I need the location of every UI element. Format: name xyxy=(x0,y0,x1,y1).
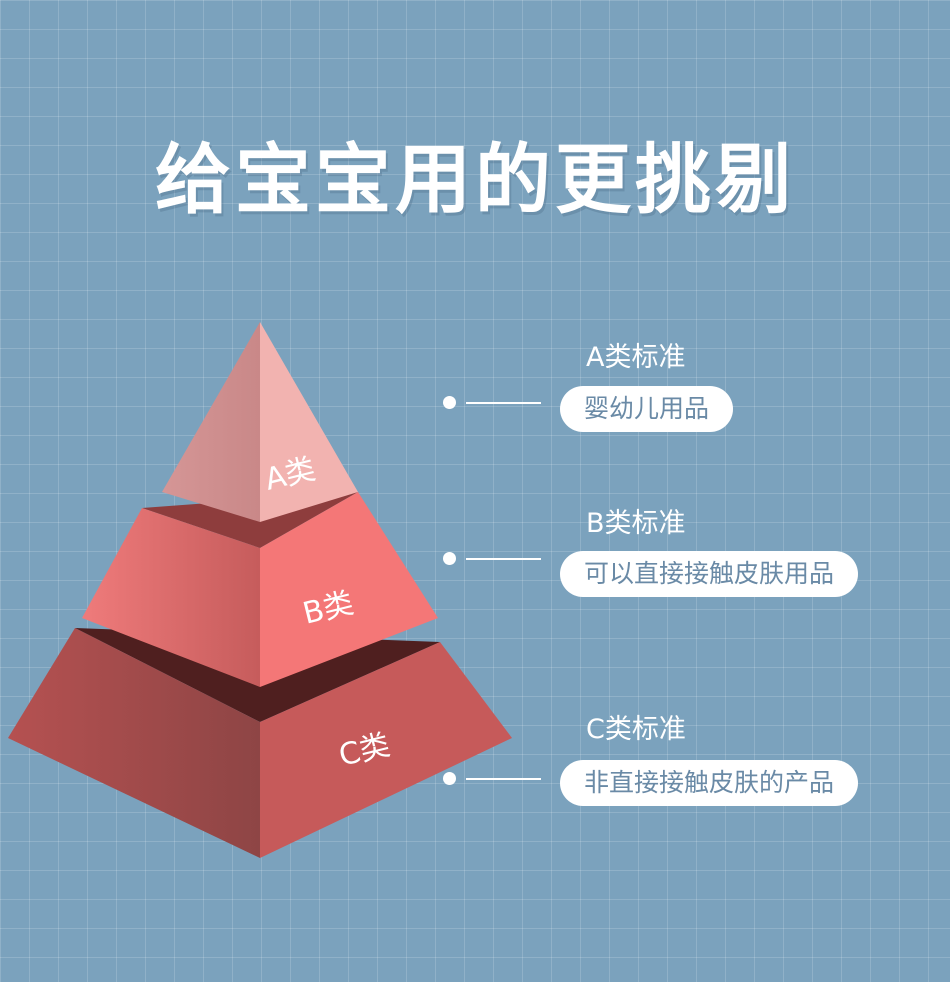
standard-c-label: C类标准 xyxy=(586,714,686,745)
description-pill-c: 非直接接触皮肤的产品 xyxy=(560,760,859,806)
description-pill-a: 婴幼儿用品 xyxy=(560,386,734,432)
connector-line-b xyxy=(466,558,541,560)
level-a-right-face xyxy=(260,322,358,522)
level-c-left-face xyxy=(8,628,260,858)
level-b-right-face xyxy=(260,492,438,687)
level-a-left-face xyxy=(162,322,260,522)
connector-line-c xyxy=(466,778,541,780)
connector-dot-c xyxy=(443,772,456,785)
standard-b-label: B类标准 xyxy=(586,508,686,539)
level-b-left-face xyxy=(82,508,260,687)
page-title: 给宝宝用的更挑剔 xyxy=(155,135,795,224)
pyramid-level-b xyxy=(82,492,438,687)
pyramid-level-a xyxy=(162,322,358,522)
connector-dot-b xyxy=(443,552,456,565)
standard-a-label: A类标准 xyxy=(586,342,686,373)
connector-dot-a xyxy=(443,396,456,409)
description-pill-b: 可以直接接触皮肤用品 xyxy=(560,551,859,597)
connector-line-a xyxy=(466,402,541,404)
level-c-right-face xyxy=(260,642,512,858)
